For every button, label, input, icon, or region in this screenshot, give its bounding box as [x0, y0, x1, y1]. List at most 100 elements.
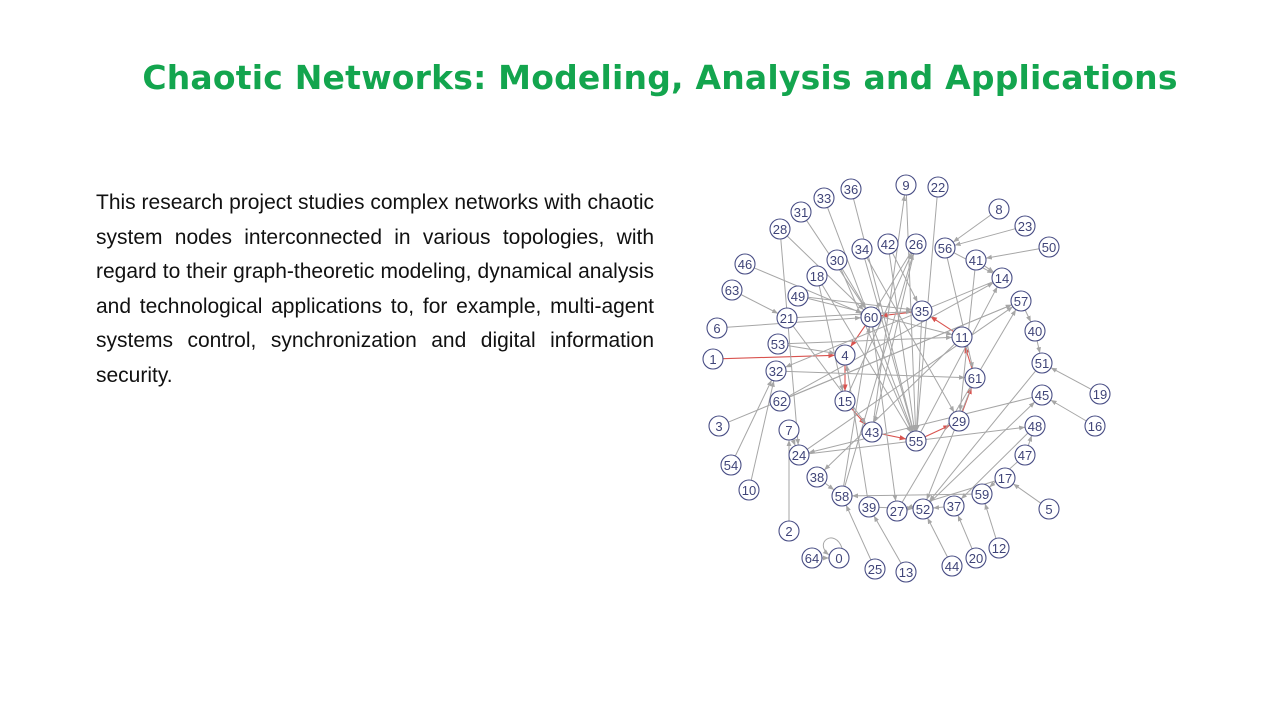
node-label: 42 [881, 237, 895, 252]
node-label: 23 [1018, 219, 1032, 234]
node-circle [769, 390, 791, 412]
node-circle [788, 444, 810, 466]
node-circle [988, 198, 1010, 220]
node-label: 18 [810, 269, 824, 284]
node-circle [991, 267, 1013, 289]
edge-18-15 [818, 285, 844, 392]
node-55: 55 [905, 430, 927, 452]
node-7: 7 [778, 419, 800, 441]
edge-43-55 [881, 433, 907, 441]
node-label: 22 [931, 180, 945, 195]
node-32: 32 [765, 360, 787, 382]
edge-62-14 [788, 282, 994, 397]
node-circle [948, 410, 970, 432]
edge-53-11 [787, 335, 953, 345]
node-15: 15 [834, 390, 856, 412]
node-circle [706, 317, 728, 339]
node-circle [1089, 383, 1111, 405]
edge-5-17 [1012, 483, 1042, 504]
node-label: 53 [771, 337, 785, 352]
node-circle [1031, 384, 1053, 406]
node-19: 19 [1089, 383, 1111, 405]
node-circle [860, 306, 882, 328]
node-circle [831, 485, 853, 507]
node-1: 1 [702, 348, 724, 370]
node-circle [1014, 444, 1036, 466]
edge-39-4 [845, 364, 868, 498]
edge-34-29 [866, 257, 955, 413]
node-59: 59 [971, 483, 993, 505]
node-circle [877, 233, 899, 255]
node-circle [1038, 236, 1060, 258]
edge-30-55 [840, 268, 913, 433]
node-62: 62 [769, 390, 791, 412]
edge-25-58 [845, 504, 872, 561]
node-23: 23 [1014, 215, 1036, 237]
edge-15-26 [848, 252, 913, 393]
node-54: 54 [720, 454, 742, 476]
node-circle [840, 178, 862, 200]
edge-28-24 [780, 238, 801, 446]
edge-51-52 [928, 370, 1037, 502]
node-18: 18 [806, 265, 828, 287]
node-10: 10 [738, 479, 760, 501]
node-label: 30 [830, 253, 844, 268]
edge-46-60 [754, 267, 862, 314]
node-label: 12 [992, 541, 1006, 556]
edge-40-51 [1036, 340, 1041, 354]
node-label: 55 [909, 434, 923, 449]
node-circle [776, 307, 798, 329]
node-label: 37 [947, 499, 961, 514]
node-2: 2 [778, 520, 800, 542]
node-label: 9 [902, 178, 909, 193]
node-label: 29 [952, 414, 966, 429]
edge-32-61 [785, 370, 966, 380]
edge-41-14 [983, 265, 995, 273]
node-63: 63 [721, 279, 743, 301]
node-circle [787, 285, 809, 307]
node-circle [806, 265, 828, 287]
node-label: 17 [998, 471, 1012, 486]
node-label: 13 [899, 565, 913, 580]
node-8: 8 [988, 198, 1010, 220]
edge-45-24 [808, 396, 1033, 454]
node-44: 44 [941, 555, 963, 577]
node-circle [813, 187, 835, 209]
node-41: 41 [965, 249, 987, 271]
node-label: 45 [1035, 388, 1049, 403]
node-label: 46 [738, 257, 752, 272]
node-28: 28 [769, 218, 791, 240]
node-13: 13 [895, 561, 917, 583]
node-26: 26 [905, 233, 927, 255]
edge-26-60 [875, 252, 912, 309]
node-circle [964, 367, 986, 389]
node-label: 4 [841, 348, 848, 363]
edge-19-51 [1050, 367, 1092, 390]
node-label: 63 [725, 283, 739, 298]
node-label: 2 [785, 524, 792, 539]
node-label: 11 [955, 330, 969, 345]
edge-37-52 [932, 505, 945, 510]
edge-44-52 [927, 517, 948, 558]
node-label: 58 [835, 489, 849, 504]
node-circle [778, 520, 800, 542]
node-label: 15 [838, 394, 852, 409]
node-circle [828, 547, 850, 569]
node-50: 50 [1038, 236, 1060, 258]
node-circle [911, 300, 933, 322]
edge-38-58 [824, 482, 835, 491]
edge-24-57 [806, 306, 1014, 450]
node-11: 11 [951, 326, 973, 348]
node-label: 26 [909, 237, 923, 252]
edge-0-0 [822, 537, 843, 556]
node-label: 61 [968, 371, 982, 386]
edge-62-57 [789, 304, 1012, 398]
node-circle [905, 233, 927, 255]
node-circle [1031, 352, 1053, 374]
node-40: 40 [1024, 320, 1046, 342]
node-label: 60 [864, 310, 878, 325]
edge-13-39 [873, 515, 902, 564]
edge-10-32 [750, 380, 775, 481]
node-circle [738, 479, 760, 501]
node-label: 44 [945, 559, 959, 574]
